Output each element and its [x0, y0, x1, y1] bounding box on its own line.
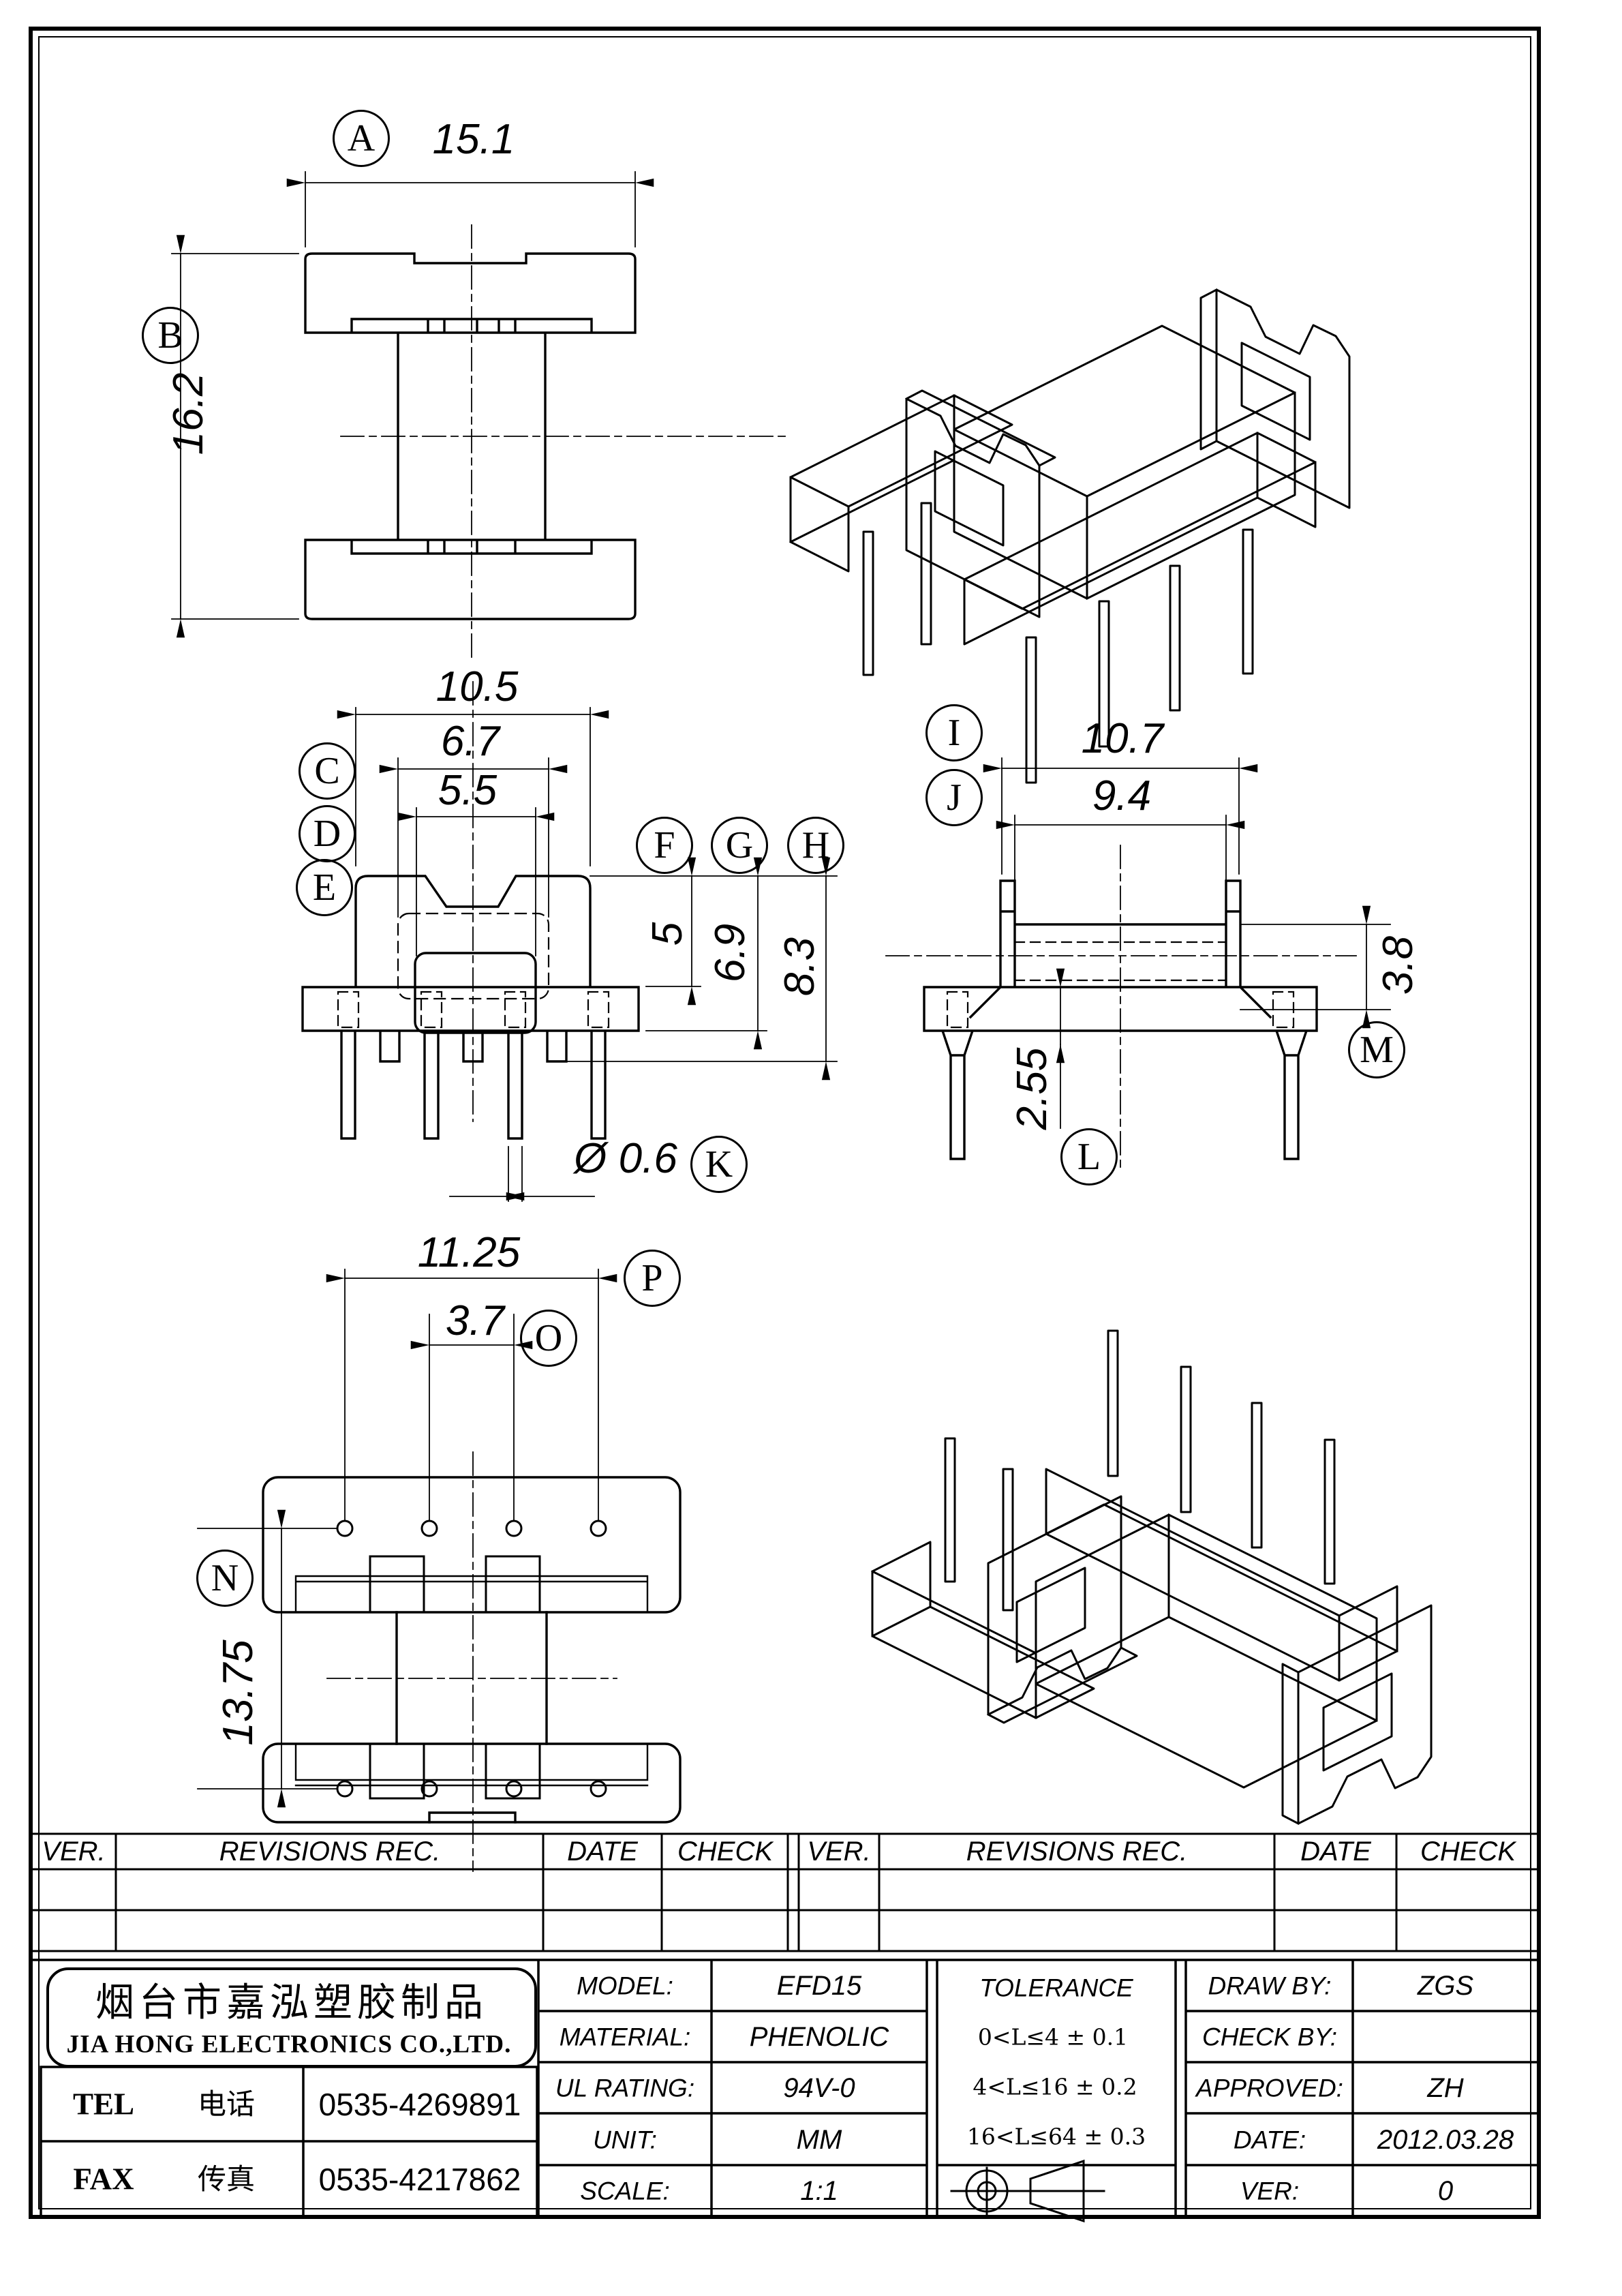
- title-block-grid: [29, 1959, 1540, 2218]
- ul-rating-value: 94V-0: [783, 2073, 855, 2103]
- plan-view-linework: [197, 1269, 682, 1872]
- rev-header-rec-left: REVISIONS REC.: [219, 1837, 441, 1867]
- approved-label: APPROVED:: [1196, 2074, 1343, 2102]
- tolerance-row-2: 4<L≤16 ± 0.2: [973, 2073, 1137, 2100]
- model-label: MODEL:: [577, 1972, 673, 2000]
- balloon-c: C: [299, 742, 356, 800]
- rev-header-ver-left: VER.: [42, 1837, 106, 1867]
- balloon-d-letter: D: [313, 813, 341, 855]
- draw-by-label: DRAW BY:: [1208, 1972, 1332, 2000]
- balloon-h: H: [787, 817, 844, 874]
- tolerance-title: TOLERANCE: [979, 1974, 1133, 2002]
- rev-header-check-right: CHECK: [1420, 1837, 1516, 1867]
- dim-e-width: 5.5: [438, 767, 498, 814]
- balloon-l: L: [1060, 1128, 1118, 1185]
- model-value: EFD15: [776, 1971, 862, 2001]
- rev-header-check-left: CHECK: [677, 1837, 774, 1867]
- fax-value: 0535-4217862: [318, 2162, 521, 2197]
- check-by-label: CHECK BY:: [1202, 2023, 1338, 2051]
- balloon-a-letter: A: [347, 117, 376, 160]
- dim-d-width: 6.7: [440, 718, 500, 765]
- balloon-k-letter: K: [705, 1143, 733, 1185]
- company-box: [46, 1967, 537, 2068]
- rev-header-rec-right: REVISIONS REC.: [966, 1837, 1188, 1867]
- balloon-p-letter: P: [641, 1257, 663, 1299]
- tolerance-row-1: 0<L≤4 ± 0.1: [977, 2023, 1129, 2051]
- unit-value: MM: [796, 2125, 842, 2155]
- revisions-table-grid: [29, 1832, 1540, 1952]
- dim-k-pin-diameter: Ø 0.6: [574, 1135, 677, 1182]
- balloon-h-letter: H: [801, 824, 830, 866]
- fax-label: FAX: [73, 2162, 134, 2196]
- scale-value: 1:1: [800, 2176, 838, 2206]
- approved-value: ZH: [1427, 2073, 1464, 2103]
- material-value: PHENOLIC: [749, 2022, 889, 2052]
- balloon-l-letter: L: [1077, 1136, 1101, 1178]
- dim-o-pin-pitch: 3.7: [445, 1297, 505, 1344]
- fax-label-cn: 传真: [197, 2162, 256, 2196]
- balloon-i-letter: I: [947, 712, 961, 754]
- date-label: DATE:: [1233, 2126, 1306, 2154]
- balloon-b: B: [142, 307, 199, 364]
- isometric-bottom-view-linework: [871, 1329, 1433, 1825]
- balloon-k: K: [690, 1136, 748, 1193]
- balloon-p: P: [624, 1250, 681, 1307]
- projection-symbol-icon: [950, 2159, 1105, 2223]
- sheet-frame: [29, 27, 1541, 2219]
- balloon-e: E: [296, 859, 353, 916]
- company-name-cn: 烟台市嘉泓塑胶制品: [95, 1980, 488, 2025]
- scale-label: SCALE:: [580, 2177, 670, 2205]
- side-view-linework: [885, 757, 1391, 1173]
- ver-label: VER:: [1240, 2177, 1300, 2205]
- dim-m-height: 3.8: [1375, 935, 1422, 995]
- company-name-en: JIA HONG ELECTRONICS CO.,LTD.: [66, 2030, 512, 2059]
- rev-header-date-left: DATE: [567, 1837, 638, 1867]
- dim-c-width: 10.5: [435, 663, 519, 710]
- balloon-a: A: [333, 110, 390, 167]
- rev-header-ver-right: VER.: [807, 1837, 871, 1867]
- isometric-view-linework: [789, 288, 1351, 784]
- dim-a-width: 15.1: [432, 116, 515, 163]
- balloon-g: G: [711, 817, 768, 874]
- tel-label-cn: 电话: [197, 2087, 256, 2121]
- ver-value: 0: [1437, 2176, 1454, 2206]
- tel-value: 0535-4269891: [318, 2087, 521, 2122]
- tel-label: TEL: [72, 2087, 135, 2121]
- dim-l-height: 2.55: [1009, 1047, 1056, 1130]
- dim-n-length: 13.75: [215, 1640, 262, 1746]
- ul-rating-label: UL RATING:: [555, 2074, 695, 2102]
- dim-b-height: 16.2: [165, 372, 212, 455]
- date-value: 2012.03.28: [1377, 2125, 1514, 2155]
- rev-header-date-right: DATE: [1300, 1837, 1371, 1867]
- dim-p-pin-span: 11.25: [417, 1229, 521, 1276]
- dim-j-width: 9.4: [1092, 772, 1152, 819]
- dim-i-width: 10.7: [1081, 715, 1164, 762]
- balloon-g-letter: G: [725, 824, 754, 866]
- dim-g-height: 6.9: [707, 923, 754, 983]
- tolerance-row-3: 16<L≤64 ± 0.3: [966, 2123, 1146, 2150]
- balloon-j: J: [925, 769, 983, 826]
- balloon-f: F: [636, 817, 693, 874]
- balloon-o-letter: O: [534, 1317, 563, 1359]
- pin-front-view-linework: [301, 681, 838, 1202]
- balloon-o: O: [520, 1310, 577, 1367]
- balloon-f-letter: F: [654, 824, 675, 866]
- balloon-b-letter: B: [157, 314, 183, 357]
- dim-h-height: 8.3: [776, 937, 823, 997]
- front-view-linework: [171, 171, 788, 659]
- balloon-e-letter: E: [312, 866, 337, 909]
- unit-label: UNIT:: [593, 2126, 657, 2154]
- balloon-d: D: [299, 805, 356, 862]
- balloon-m-letter: M: [1360, 1029, 1394, 1071]
- balloon-m: M: [1348, 1021, 1405, 1078]
- draw-by-value: ZGS: [1417, 1971, 1474, 2001]
- dim-f-height: 5: [644, 922, 691, 946]
- balloon-j-letter: J: [947, 776, 962, 819]
- balloon-n: N: [196, 1550, 254, 1607]
- balloon-i: I: [925, 704, 983, 761]
- balloon-n-letter: N: [211, 1557, 239, 1599]
- balloon-c-letter: C: [314, 750, 340, 792]
- material-label: MATERIAL:: [559, 2023, 691, 2051]
